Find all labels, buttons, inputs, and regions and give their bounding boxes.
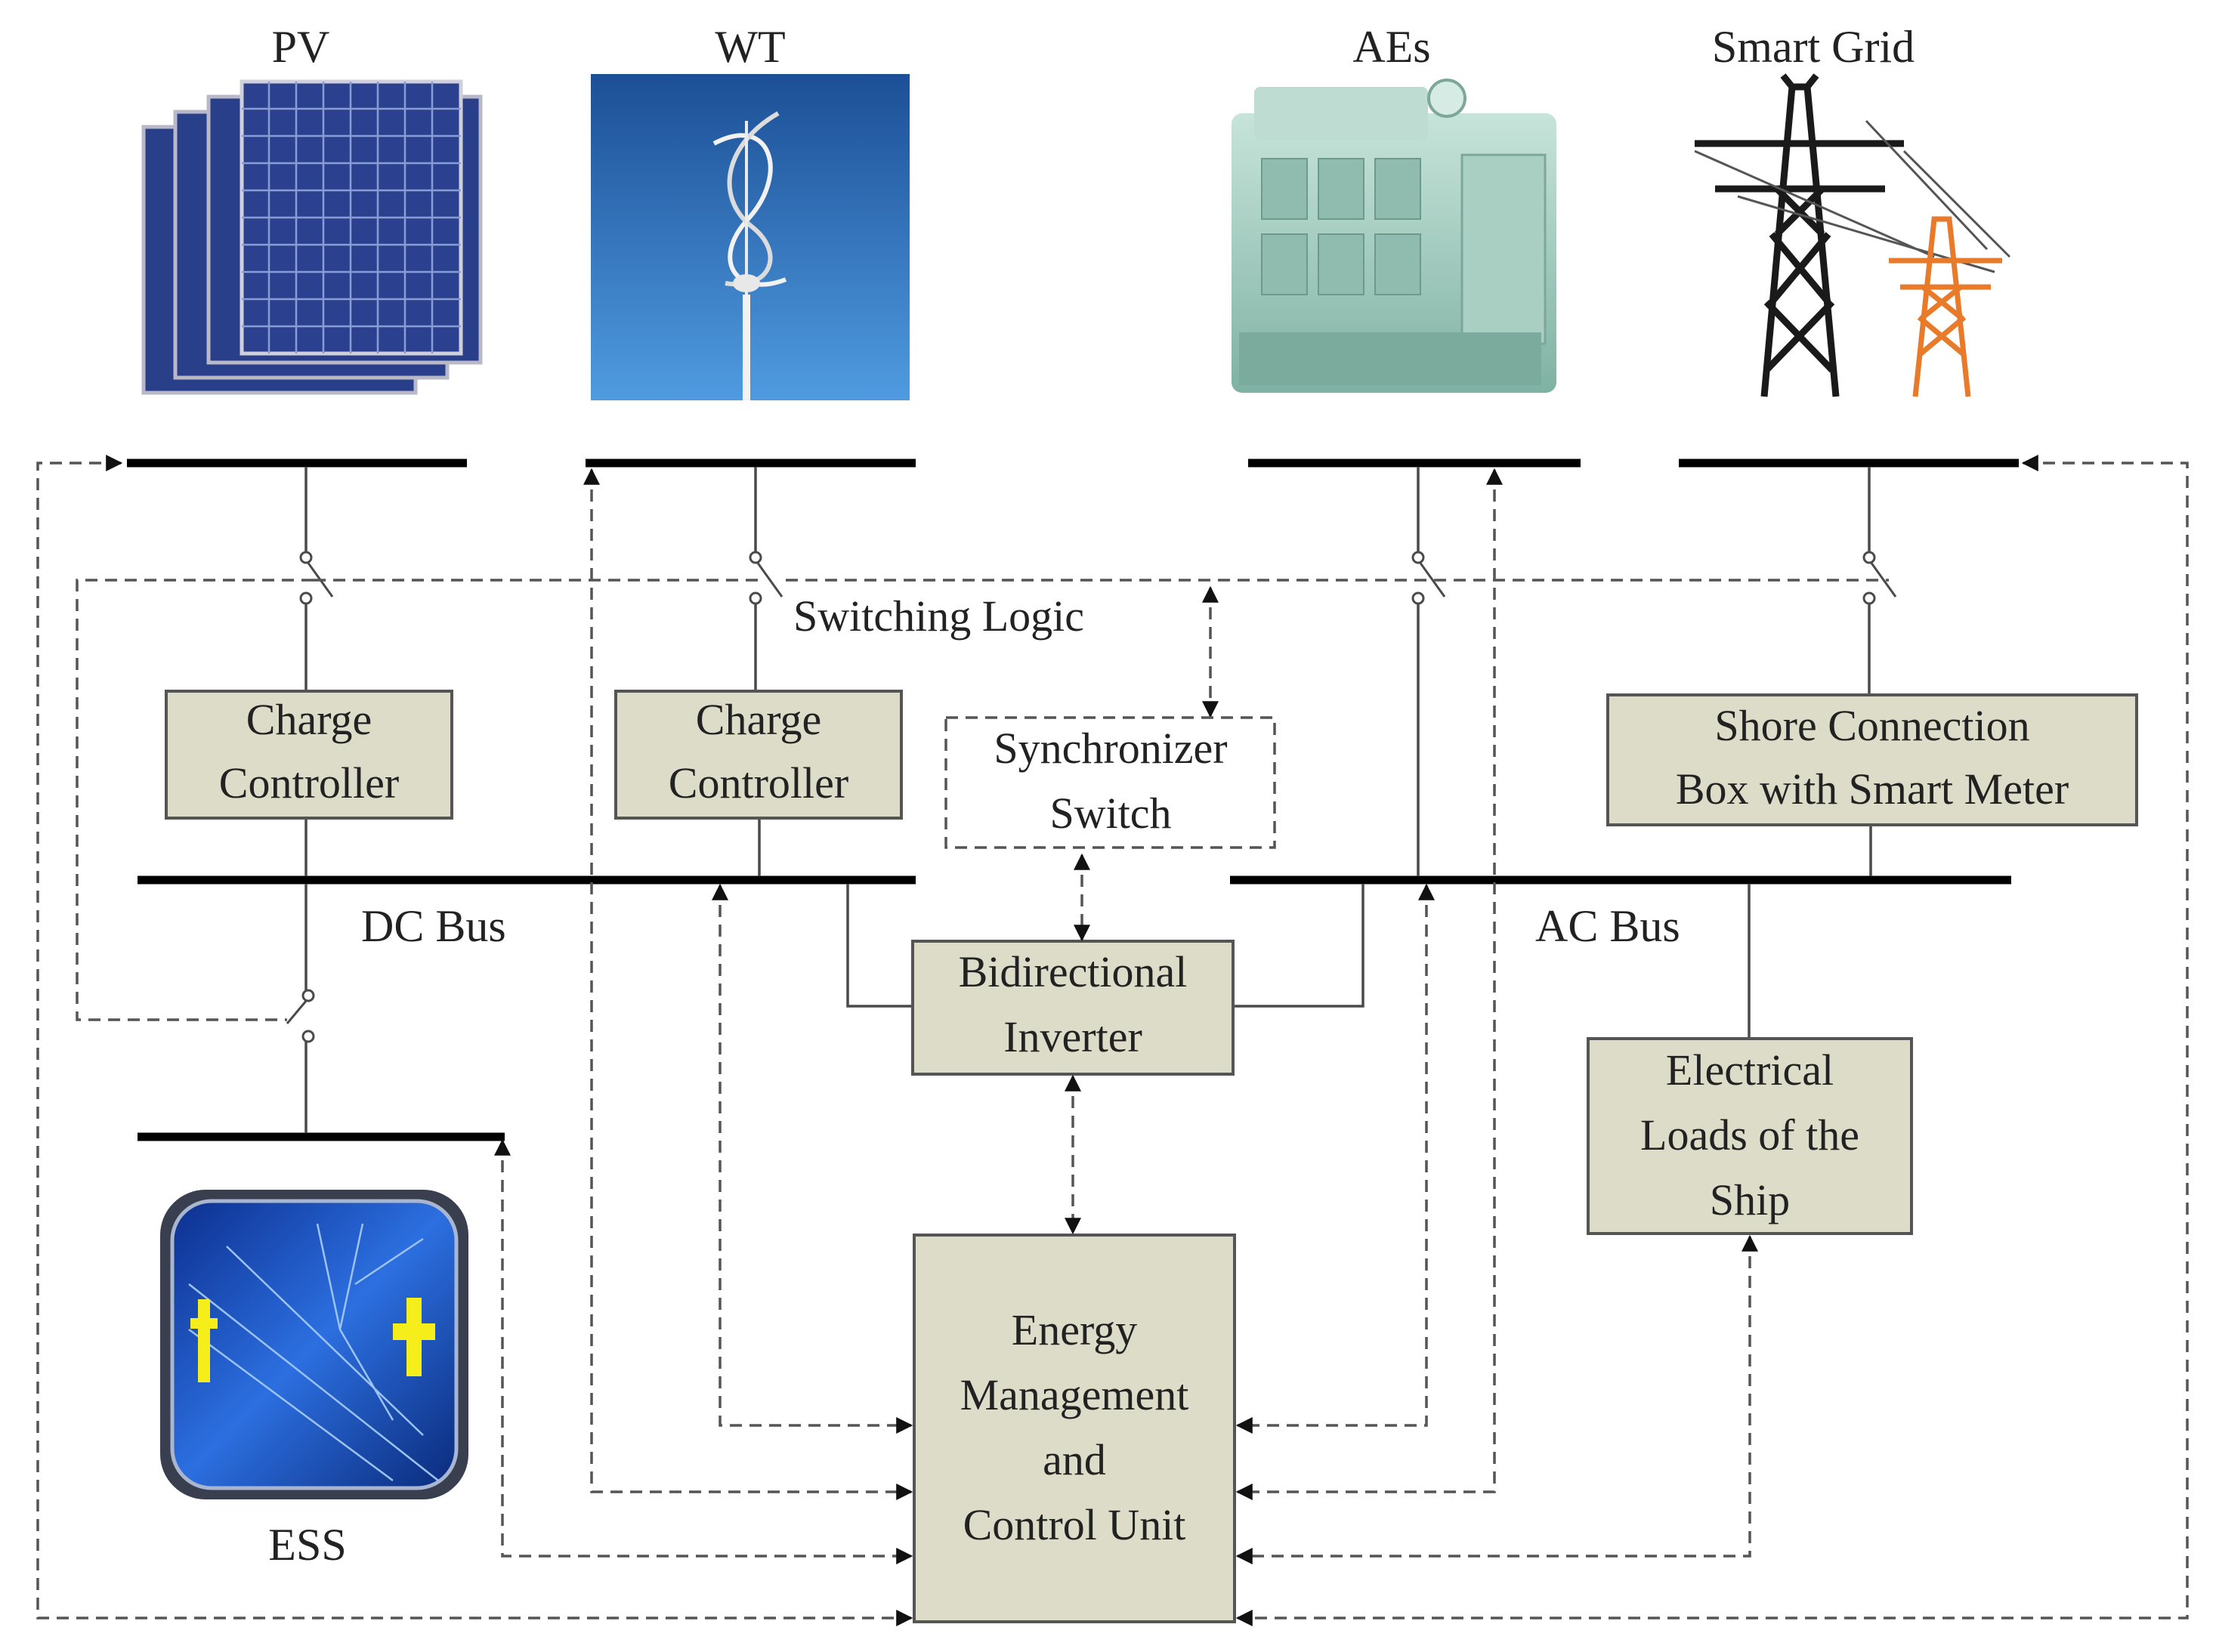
dc-bus-label: DC Bus: [361, 901, 506, 951]
svg-text:Electrical: Electrical: [1666, 1045, 1834, 1095]
ac-bus-label: AC Bus: [1535, 901, 1680, 951]
switch-grid: [1862, 551, 1897, 605]
pv-label: PV: [272, 22, 330, 72]
switch-pv: [299, 551, 334, 605]
svg-text:Controller: Controller: [669, 758, 848, 807]
svg-text:Energy: Energy: [1012, 1305, 1137, 1354]
charge-controller-pv: Charge Controller: [165, 690, 453, 820]
svg-text:Box with Smart Meter: Box with Smart Meter: [1676, 764, 2069, 814]
svg-text:Switch: Switch: [1049, 789, 1171, 838]
charge-controller-wt: Charge Controller: [614, 690, 903, 820]
ess-label: ESS: [268, 1520, 346, 1570]
electrical-loads-box: Electrical Loads of the Ship: [1587, 1037, 1913, 1235]
switch-ess: [286, 989, 315, 1043]
bidirectional-inverter: Bidirectional Inverter: [911, 940, 1235, 1076]
svg-text:Charge: Charge: [246, 695, 372, 744]
svg-text:Synchronizer: Synchronizer: [994, 724, 1227, 773]
svg-text:Charge: Charge: [696, 695, 821, 744]
transmission-tower-icon: [1694, 73, 2011, 397]
svg-text:Inverter: Inverter: [1003, 1012, 1142, 1061]
energy-management-unit: Energy Management and Control Unit: [913, 1234, 1236, 1623]
switch-wt: [749, 551, 783, 605]
svg-text:Control Unit: Control Unit: [963, 1500, 1186, 1549]
switch-aes: [1411, 551, 1446, 605]
shore-connection-box: Shore Connection Box with Smart Meter: [1606, 693, 2138, 826]
engine-icon: [1232, 79, 1556, 393]
svg-text:Bidirectional: Bidirectional: [959, 947, 1188, 996]
svg-text:and: and: [1043, 1435, 1106, 1484]
control-signal-lines: [36, 455, 2189, 1626]
switching-logic-label: Switching Logic: [793, 591, 1084, 641]
svg-text:Management: Management: [960, 1370, 1189, 1419]
smart-grid-label: Smart Grid: [1712, 22, 1915, 72]
synchronizer-switch: Synchronizer Switch: [944, 716, 1276, 849]
svg-text:Shore Connection: Shore Connection: [1714, 701, 2029, 750]
wind-turbine-icon: [591, 74, 910, 400]
svg-text:Controller: Controller: [219, 758, 399, 807]
svg-text:Loads of the: Loads of the: [1640, 1110, 1859, 1159]
solar-panel-icon: [141, 79, 483, 395]
aes-label: AEs: [1352, 22, 1430, 72]
battery-icon: [160, 1190, 468, 1499]
wt-label: WT: [715, 22, 785, 72]
svg-text:Ship: Ship: [1710, 1175, 1790, 1224]
